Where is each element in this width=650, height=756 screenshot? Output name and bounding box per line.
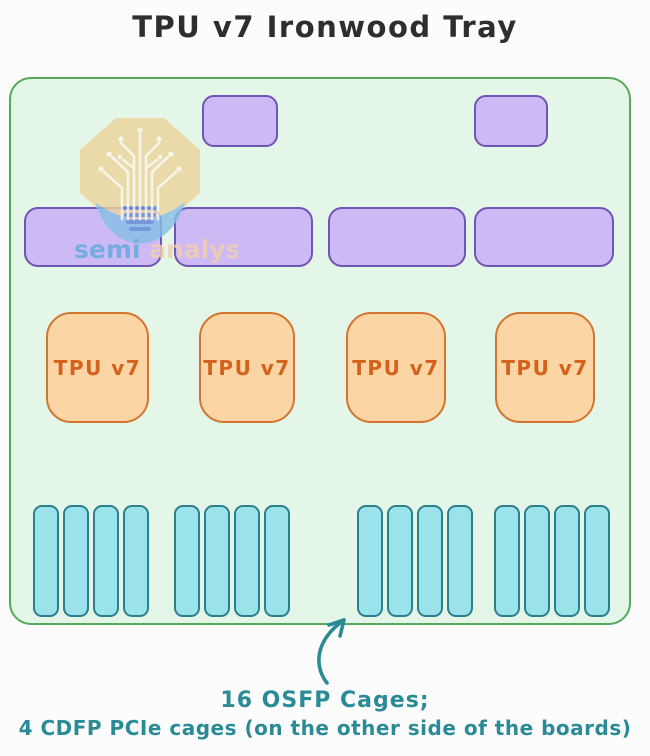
arrow-shaft [317, 618, 346, 685]
osfp-cage [494, 505, 520, 617]
osfp-cage-group-4 [494, 505, 610, 617]
tpu-module-4: TPU v7 [495, 312, 595, 423]
osfp-cage [447, 505, 473, 617]
tpu-label: TPU v7 [352, 355, 440, 380]
board-module-1 [24, 207, 162, 267]
osfp-cage [33, 505, 59, 617]
osfp-cage [234, 505, 260, 617]
board-module-2 [174, 207, 313, 267]
osfp-cage [387, 505, 413, 617]
osfp-cage [63, 505, 89, 617]
tpu-module-1: TPU v7 [46, 312, 149, 423]
tpu-label: TPU v7 [501, 355, 589, 380]
osfp-cage [264, 505, 290, 617]
osfp-cage [417, 505, 443, 617]
tpu-module-3: TPU v7 [346, 312, 446, 423]
osfp-cage-group-3 [357, 505, 473, 617]
annotation-line-2: 4 CDFP PCIe cages (on the other side of … [18, 716, 632, 740]
board-module-4 [474, 207, 614, 267]
osfp-cage [174, 505, 200, 617]
osfp-cage [123, 505, 149, 617]
osfp-cage [584, 505, 610, 617]
tpu-label: TPU v7 [203, 355, 291, 380]
arrow-head [327, 618, 346, 638]
annotation-line-1: 16 OSFP Cages; [220, 688, 430, 713]
top-connector-2 [474, 95, 548, 147]
osfp-cage-group-1 [33, 505, 149, 617]
annotation-arrow [317, 618, 346, 685]
osfp-cage [204, 505, 230, 617]
tpu-module-2: TPU v7 [199, 312, 295, 423]
osfp-cage-group-2 [174, 505, 290, 617]
top-connector-1 [202, 95, 278, 147]
board-module-3 [328, 207, 466, 267]
osfp-cage [524, 505, 550, 617]
osfp-cage [357, 505, 383, 617]
osfp-cage [554, 505, 580, 617]
tpu-label: TPU v7 [53, 355, 142, 380]
osfp-cage [93, 505, 119, 617]
diagram-title: TPU v7 Ironwood Tray [132, 10, 518, 44]
